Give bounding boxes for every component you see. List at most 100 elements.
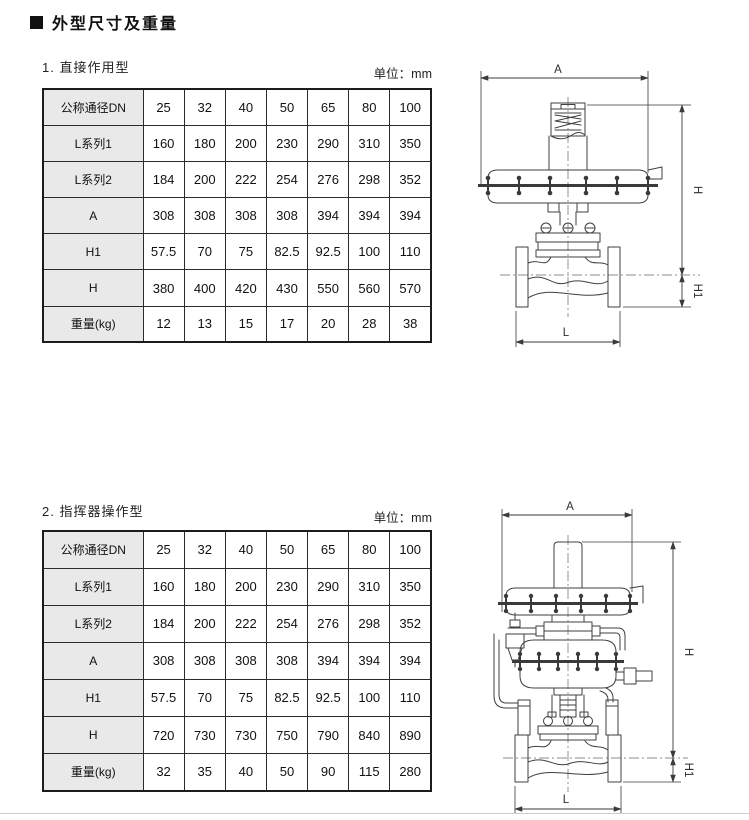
row-header-cell: H xyxy=(42,715,144,755)
dim-label-h1: H1 xyxy=(682,763,694,778)
bonnet-bolts xyxy=(540,222,596,234)
section1-unit-label: 单位：mm xyxy=(373,67,432,81)
dim-label-l: L xyxy=(563,327,570,339)
value-cell: 310 xyxy=(348,124,391,162)
value-cell: 298 xyxy=(348,160,391,199)
value-cell: 550 xyxy=(307,269,350,307)
value-cell: 730 xyxy=(224,715,267,755)
value-cell: 430 xyxy=(265,269,309,307)
page-title: 外型尺寸及重量 xyxy=(30,10,178,34)
left-tube-cartridge xyxy=(517,699,531,736)
value-cell: 222 xyxy=(224,160,267,199)
filter-top-valve xyxy=(509,619,521,628)
value-cell: 730 xyxy=(183,715,226,755)
pilot-supply-pipe xyxy=(507,627,537,635)
value-cell: 750 xyxy=(265,715,309,755)
value-cell: 38 xyxy=(389,305,432,343)
section2-unit-label: 单位：mm xyxy=(373,511,432,525)
valve-body xyxy=(527,740,552,749)
upper-diaphragm-chamber xyxy=(505,587,631,602)
left-sensing-tube xyxy=(493,633,519,709)
dim-label-h: H xyxy=(682,648,694,656)
value-cell: 70 xyxy=(183,678,226,717)
value-cell: 17 xyxy=(265,305,309,343)
value-cell: 308 xyxy=(265,197,309,235)
value-cell: 75 xyxy=(224,678,267,717)
row-header-cell: 公称通径DN xyxy=(42,530,144,569)
spring-cylinder xyxy=(553,541,583,589)
value-cell: 560 xyxy=(348,269,391,307)
left-flange xyxy=(515,246,529,308)
diaphragm-bolts xyxy=(485,175,651,196)
value-cell: 308 xyxy=(142,641,185,680)
value-cell: 92.5 xyxy=(307,233,350,271)
row-header-cell: H1 xyxy=(42,233,144,271)
value-cell: 276 xyxy=(307,160,350,199)
row-header-cell: H xyxy=(42,269,144,307)
value-cell: 32 xyxy=(183,88,226,126)
main-diaphragm-chamber xyxy=(519,639,617,659)
value-cell: 380 xyxy=(142,269,185,307)
value-cell: 40 xyxy=(224,753,267,792)
value-cell: 82.5 xyxy=(265,678,309,717)
value-cell: 13 xyxy=(183,305,226,343)
value-cell: 310 xyxy=(348,567,391,606)
value-cell: 50 xyxy=(265,88,309,126)
row-header-cell: A xyxy=(42,641,144,680)
right-flange xyxy=(607,246,621,308)
value-cell: 50 xyxy=(265,753,309,792)
value-cell: 15 xyxy=(224,305,267,343)
value-cell: 82.5 xyxy=(265,233,309,271)
value-cell: 350 xyxy=(389,567,432,606)
value-cell: 110 xyxy=(389,233,432,271)
upper-diaphragm-bolts xyxy=(503,593,633,614)
row-header-cell: L系列2 xyxy=(42,160,144,199)
value-cell: 308 xyxy=(183,641,226,680)
value-cell: 200 xyxy=(183,160,226,199)
value-cell: 352 xyxy=(389,604,432,643)
value-cell: 25 xyxy=(142,530,185,569)
value-cell: 308 xyxy=(224,641,267,680)
right-flange xyxy=(607,734,622,783)
page-title-text: 外型尺寸及重量 xyxy=(52,16,179,33)
value-cell: 100 xyxy=(389,530,432,569)
direct-acting-valve-diagram: A xyxy=(478,64,703,347)
diaphragm-chamber xyxy=(487,169,649,184)
row-header-cell: L系列2 xyxy=(42,604,144,643)
title-square-icon xyxy=(30,15,43,29)
outlet-fitting xyxy=(623,667,637,685)
right-sensing-tube xyxy=(605,687,614,703)
value-cell: 160 xyxy=(142,124,185,162)
row-header-cell: 公称通径DN xyxy=(42,88,144,126)
value-cell: 75 xyxy=(224,233,267,271)
spring-housing xyxy=(550,102,586,137)
value-cell: 720 xyxy=(142,715,185,755)
value-cell: 80 xyxy=(348,88,391,126)
left-flange xyxy=(514,734,529,783)
value-cell: 57.5 xyxy=(142,678,185,717)
value-cell: 40 xyxy=(224,88,267,126)
value-cell: 308 xyxy=(142,197,185,235)
section2-label: 2. 指挥器操作型 xyxy=(42,504,144,519)
dim-label-a: A xyxy=(566,501,574,513)
value-cell: 290 xyxy=(307,124,350,162)
value-cell: 115 xyxy=(348,753,391,792)
value-cell: 308 xyxy=(224,197,267,235)
value-cell: 394 xyxy=(307,197,350,235)
value-cell: 110 xyxy=(389,678,432,717)
value-cell: 298 xyxy=(348,604,391,643)
value-cell: 92.5 xyxy=(307,678,350,717)
row-header-cell: 重量(kg) xyxy=(42,753,144,792)
section1-label: 1. 直接作用型 xyxy=(42,60,130,75)
valve-body xyxy=(527,256,552,264)
value-cell: 394 xyxy=(389,197,432,235)
value-cell: 100 xyxy=(348,678,391,717)
